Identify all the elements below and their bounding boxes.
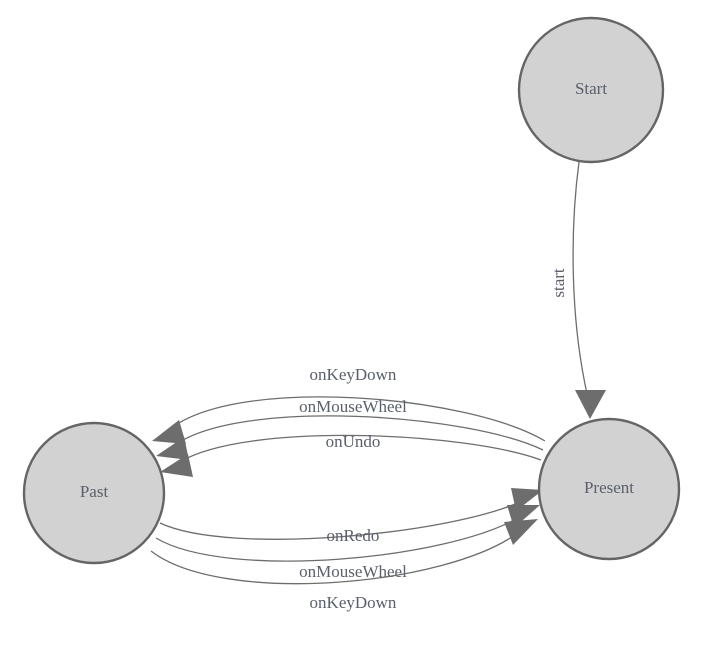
- edge-past-to-present-onkeydown-arrowhead: [504, 519, 538, 545]
- edge-past-to-present-onmousewheel-path: [155, 515, 522, 562]
- edge-present-to-past-onmousewheel-path: [174, 415, 544, 451]
- edge-past-to-present-onkeydown-path: [150, 531, 520, 585]
- edge-present-to-past-onundo[interactable]: onUndo: [160, 432, 542, 477]
- node-present[interactable]: Present: [537, 417, 681, 561]
- edge-present-to-past-onmousewheel-arrowhead: [156, 437, 189, 460]
- edge-start-to-present[interactable]: start: [549, 161, 606, 419]
- edge-present-to-past-onundo-arrowhead: [160, 454, 193, 477]
- node-present-circle: [537, 417, 681, 561]
- node-start-circle: [517, 16, 665, 164]
- edge-present-to-past-onkeydown-arrowhead: [152, 420, 186, 444]
- edge-present-to-past-onundo-label: onUndo: [326, 432, 381, 451]
- edge-past-to-present-onkeydown[interactable]: onKeyDown: [150, 519, 538, 612]
- node-past-label: Past: [80, 482, 109, 501]
- edge-present-to-past-onmousewheel[interactable]: onMouseWheel: [156, 397, 544, 460]
- edge-start-to-present-path: [572, 161, 589, 399]
- edge-past-to-present-onmousewheel-label: onMouseWheel: [299, 562, 407, 581]
- edge-past-to-present-onredo-label: onRedo: [327, 526, 380, 545]
- node-past-circle: [22, 421, 166, 565]
- node-present-label: Present: [584, 478, 634, 497]
- edge-present-to-past-onkeydown-label: onKeyDown: [310, 365, 397, 384]
- edge-start-to-present-label: start: [549, 268, 568, 298]
- node-start[interactable]: Start: [517, 16, 665, 164]
- node-start-label: Start: [575, 79, 607, 98]
- node-past[interactable]: Past: [22, 421, 166, 565]
- edge-present-to-past-onmousewheel-label: onMouseWheel: [299, 397, 407, 416]
- edge-present-to-past-onundo-path: [179, 434, 542, 463]
- edge-past-to-present-onkeydown-label: onKeyDown: [310, 593, 397, 612]
- edge-past-to-present-onredo[interactable]: onRedo: [159, 488, 543, 545]
- edge-start-to-present-arrowhead: [575, 390, 606, 419]
- edge-present-to-past-onkeydown[interactable]: onKeyDown: [152, 365, 546, 444]
- edge-past-to-present-onredo-path: [159, 499, 525, 540]
- edge-present-to-past-onkeydown-path: [169, 396, 546, 442]
